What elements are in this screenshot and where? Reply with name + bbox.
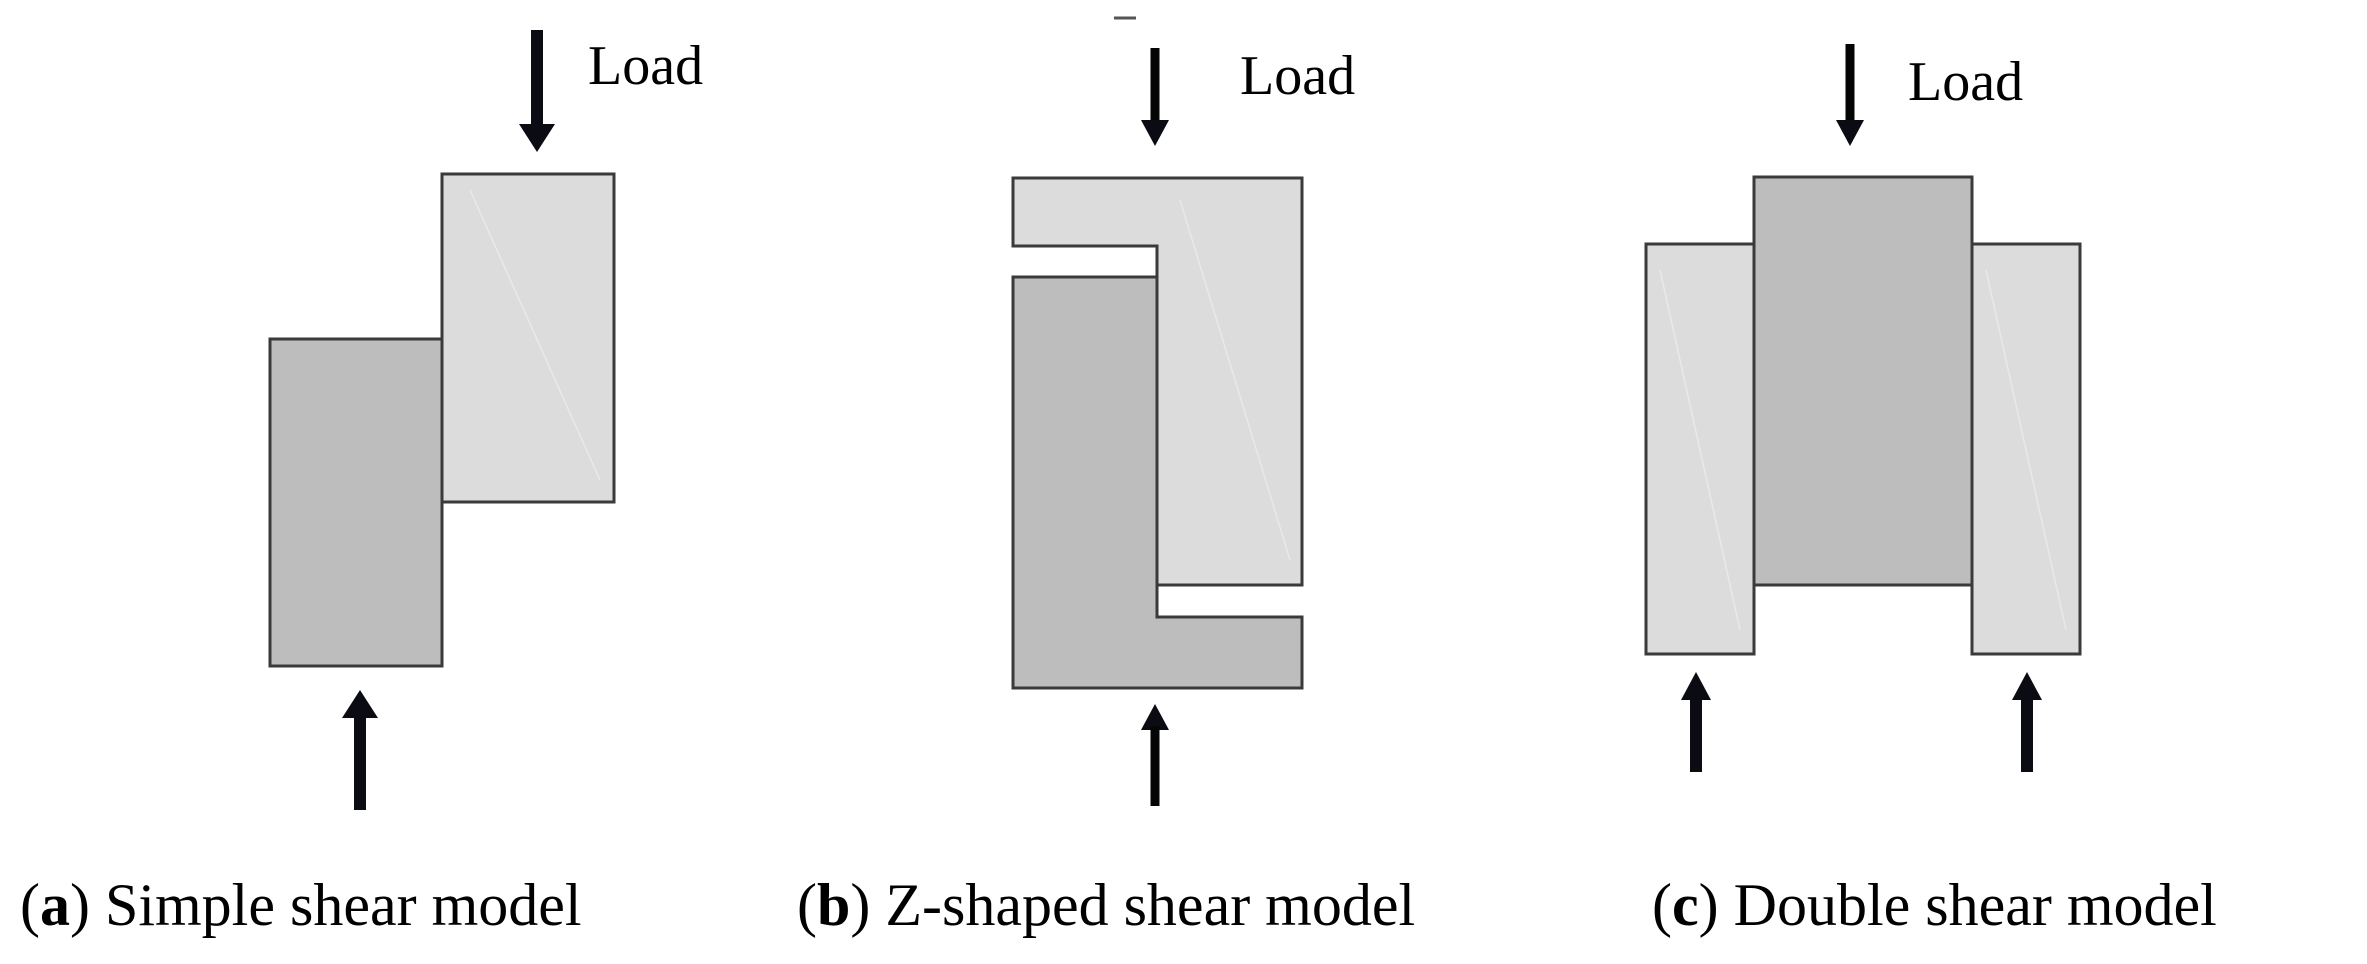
load-arrow-down-icon: [519, 30, 555, 152]
lower-dark-z-block: [1011, 275, 1304, 690]
load-label: Load: [588, 35, 703, 97]
load-arrow-down-icon: [1141, 48, 1169, 146]
block-sheen: [469, 189, 601, 481]
reaction-arrow-up-icon: [1141, 704, 1169, 806]
panel-z-shaped-shear: Load (b) Z-shaped shear model: [797, 16, 1415, 938]
reaction-arrow-up-icon: [342, 690, 378, 810]
reaction-arrow-up-right-icon: [2012, 672, 2042, 772]
reaction-arrow-up-left-icon: [1681, 672, 1711, 772]
load-label: Load: [1240, 45, 1355, 107]
caption-b: (b) Z-shaped shear model: [797, 872, 1415, 938]
center-dark-block: [1752, 175, 1974, 587]
panel-double-shear: Load (c) Double shear model: [1644, 44, 2217, 938]
load-arrow-down-icon: [1836, 44, 1864, 146]
caption-a: (a) Simple shear model: [20, 872, 582, 938]
panel-simple-shear: Load (a) Simple shear model: [20, 30, 703, 938]
load-label: Load: [1908, 51, 2023, 113]
block-sheen: [1179, 199, 1291, 561]
caption-c: (c) Double shear model: [1652, 872, 2217, 938]
lower-dark-block: [268, 337, 444, 668]
block-sheen: [1659, 269, 1741, 631]
block-sheen: [1985, 269, 2067, 631]
